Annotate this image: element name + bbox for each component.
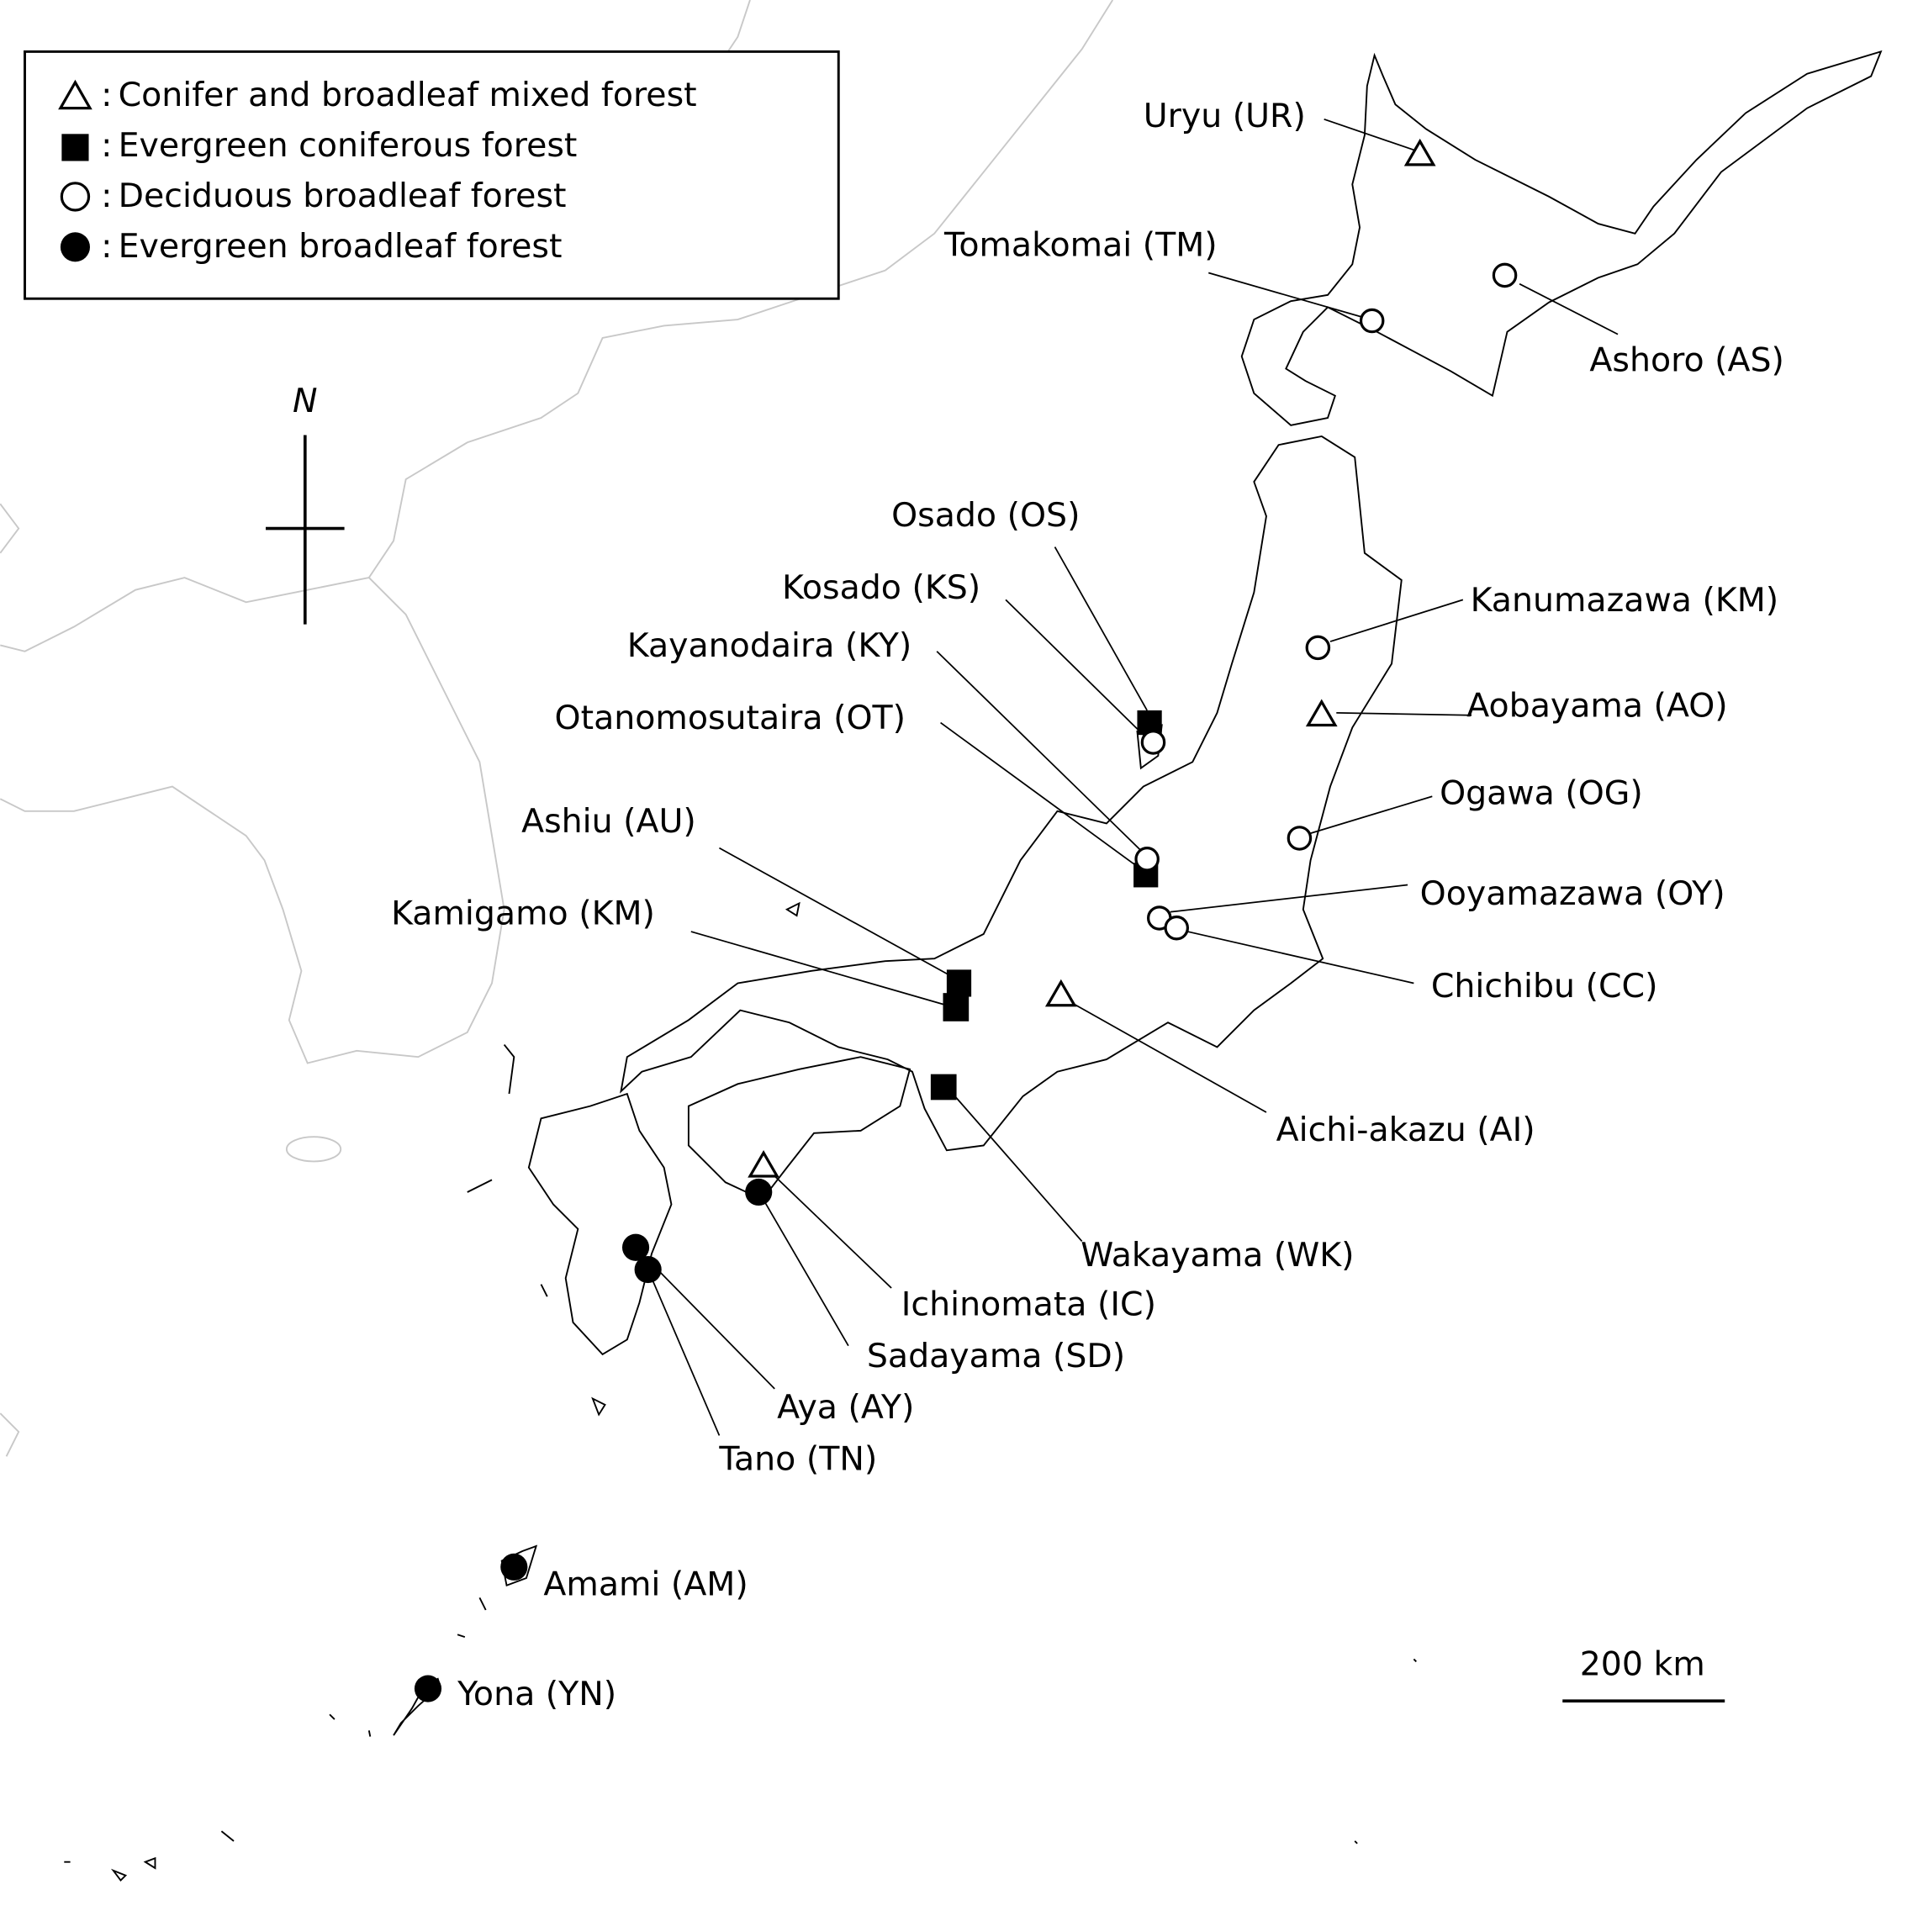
site-label: Ichinomata (IC) (901, 1285, 1156, 1323)
filled-square-icon (61, 134, 89, 161)
site-label: Tano (TN) (718, 1440, 877, 1479)
site-label: Amami (AM) (543, 1565, 748, 1604)
hokkaido (1240, 50, 1883, 426)
legend-item-mixed-forest: : Conifer and broadleaf mixed forest (58, 76, 697, 114)
legend-separator: : (101, 76, 112, 114)
legend-label: Conifer and broadleaf mixed forest (119, 76, 697, 114)
continent-coastline (0, 0, 1114, 1457)
legend-item-evergreen-coniferous: : Evergreen coniferous forest (61, 126, 577, 165)
leader-lines (641, 118, 1619, 1436)
north-arrow: N (266, 382, 345, 625)
site-label: Kosado (KS) (782, 568, 980, 607)
legend-separator: : (101, 227, 112, 266)
site-marker-CC-circle-icon (1164, 915, 1190, 941)
site-label: Yona (YN) (457, 1675, 616, 1713)
site-label: Kanumazawa (KM) (1471, 581, 1779, 620)
site-marker-WK-square-icon (930, 1074, 957, 1101)
site-label: Kamigamo (KM) (391, 895, 655, 933)
site-marker-IC-triangle-icon (748, 1149, 779, 1178)
site-marker-KY-circle-icon (1134, 847, 1160, 872)
site-label: Aichi-akazu (AI) (1276, 1111, 1535, 1149)
site-marker-SD-dot-icon (745, 1178, 773, 1206)
site-marker-TM-circle-icon (1359, 308, 1385, 334)
site-labels: Uryu (UR) Tomakomai (TM) Ashoro (AS) Osa… (391, 97, 1784, 1713)
site-marker-AU-square-icon (946, 969, 972, 997)
site-label: Ooyamazawa (OY) (1420, 874, 1725, 913)
site-label: Osado (OS) (891, 496, 1080, 535)
filled-circle-icon (60, 232, 90, 262)
legend-label: Evergreen broadleaf forest (119, 227, 563, 266)
site-marker-KM-circle-icon (1305, 635, 1331, 661)
site-label: Sadayama (SD) (867, 1337, 1125, 1375)
site-label: Chichibu (CC) (1431, 967, 1658, 1006)
site-marker-AI-triangle-icon (1044, 979, 1077, 1007)
kyushu (527, 1092, 673, 1356)
site-label: Wakayama (WK) (1081, 1236, 1354, 1275)
legend-label: Deciduous broadleaf forest (119, 177, 567, 215)
honshu (620, 435, 1403, 1152)
legend: : Conifer and broadleaf mixed forest : E… (24, 50, 840, 300)
site-label: Tomakomai (TM) (943, 225, 1218, 264)
small-islands (64, 901, 1417, 1882)
legend-separator: : (101, 177, 112, 215)
amami-island (500, 1544, 538, 1587)
site-marker-UR-triangle-icon (1403, 138, 1436, 166)
site-label: Aobayama (AO) (1466, 687, 1727, 726)
site-marker-KS-circle-icon (1140, 730, 1166, 755)
site-marker-AM-dot-icon (500, 1553, 528, 1581)
legend-label: Evergreen coniferous forest (119, 126, 578, 165)
site-label: Kayanodaira (KY) (627, 626, 912, 665)
legend-separator: : (101, 126, 112, 165)
site-marker-KG-square-icon (943, 993, 970, 1021)
site-label: Uryu (UR) (1144, 97, 1306, 135)
site-label: Ashiu (AU) (521, 802, 696, 841)
scale-bar: 200 km (1562, 1645, 1725, 1703)
shikoku (687, 1056, 911, 1201)
legend-item-deciduous-broadleaf: : Deciduous broadleaf forest (60, 177, 567, 215)
site-label: Otanomosutaira (OT) (555, 699, 906, 737)
site-markers (414, 138, 1518, 1702)
legend-item-evergreen-broadleaf: : Evergreen broadleaf forest (60, 227, 563, 266)
open-circle-icon (60, 182, 91, 212)
site-marker-AO-triangle-icon (1305, 699, 1338, 727)
north-label: N (293, 382, 318, 420)
scale-label: 200 km (1580, 1645, 1705, 1684)
site-label: Aya (AY) (777, 1388, 914, 1427)
site-marker-AS-circle-icon (1492, 262, 1518, 288)
site-marker-OG-circle-icon (1287, 826, 1313, 851)
site-label: Ashoro (AS) (1589, 341, 1784, 380)
site-marker-AY-dot-icon (621, 1233, 650, 1261)
open-triangle-icon (58, 79, 92, 110)
site-marker-YN-dot-icon (414, 1675, 442, 1702)
site-marker-TN-dot-icon (634, 1255, 662, 1284)
site-label: Ogawa (OG) (1440, 773, 1643, 812)
